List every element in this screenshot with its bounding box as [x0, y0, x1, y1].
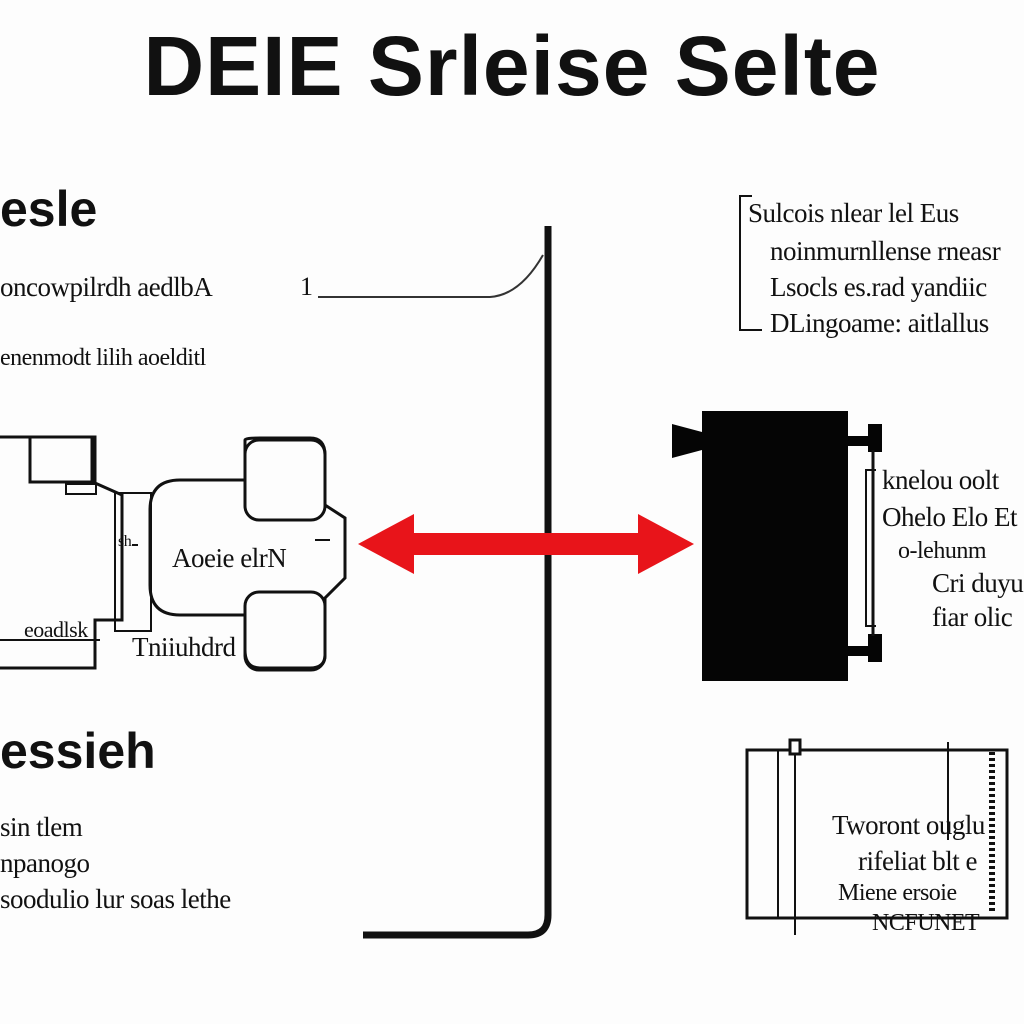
right-black-block: [672, 411, 882, 681]
device-label: Aoeie elrN: [172, 543, 287, 573]
block-label-2: Ohelo Elo Et: [882, 502, 1017, 532]
device-side-label: sh: [118, 533, 132, 550]
bottom-left-device-label: eoadlsk: [24, 617, 88, 642]
left-note-1: sin tlem: [0, 812, 83, 842]
left-label-line1-end: 1: [300, 272, 313, 301]
central-divider: [363, 226, 552, 939]
box-label-3: Miene ersoie: [838, 880, 957, 906]
top-note-bracket: [739, 195, 762, 331]
left-label-line1: oncowpilrdh aedlbA: [0, 272, 213, 302]
box-label-4: NCFUNET: [872, 910, 980, 936]
left-heading-top: esle: [0, 181, 98, 237]
box-label-2: rifeliat blt e: [858, 846, 977, 876]
bottom-right-box: [745, 738, 1009, 935]
block-label-4: Cri duyu: [932, 568, 1024, 598]
top-note-line-2: noinmurnllense rneasr: [770, 236, 1001, 266]
box-label-1: Tworont ouglu: [832, 810, 985, 840]
red-double-arrow: [358, 514, 694, 574]
block-label-bracket: [865, 469, 876, 627]
left-device-drawing: [0, 435, 347, 672]
top-note-line-1: Sulcois nlear lel Eus: [748, 198, 959, 228]
leader-line-top-left: [318, 254, 544, 298]
page-title: DEIE Srleise Selte: [143, 19, 881, 113]
left-note-3: soodulio lur soas lethe: [0, 884, 231, 914]
left-note-2: npanogo: [0, 848, 90, 878]
left-heading-bottom: essieh: [0, 723, 156, 779]
bottom-right-device-label: Tniiuhdrd: [132, 632, 236, 662]
block-label-3: o-lehunm: [898, 538, 986, 564]
left-label-line2: enenmodt lilih aoelditl: [0, 345, 206, 371]
top-note-line-4: DLingoame: aitlallus: [770, 308, 989, 338]
block-label-1: knelou oolt: [882, 465, 999, 495]
top-note-line-3: Lsocls es.rad yandiic: [770, 272, 987, 302]
block-label-5: fiar olic: [932, 602, 1013, 632]
